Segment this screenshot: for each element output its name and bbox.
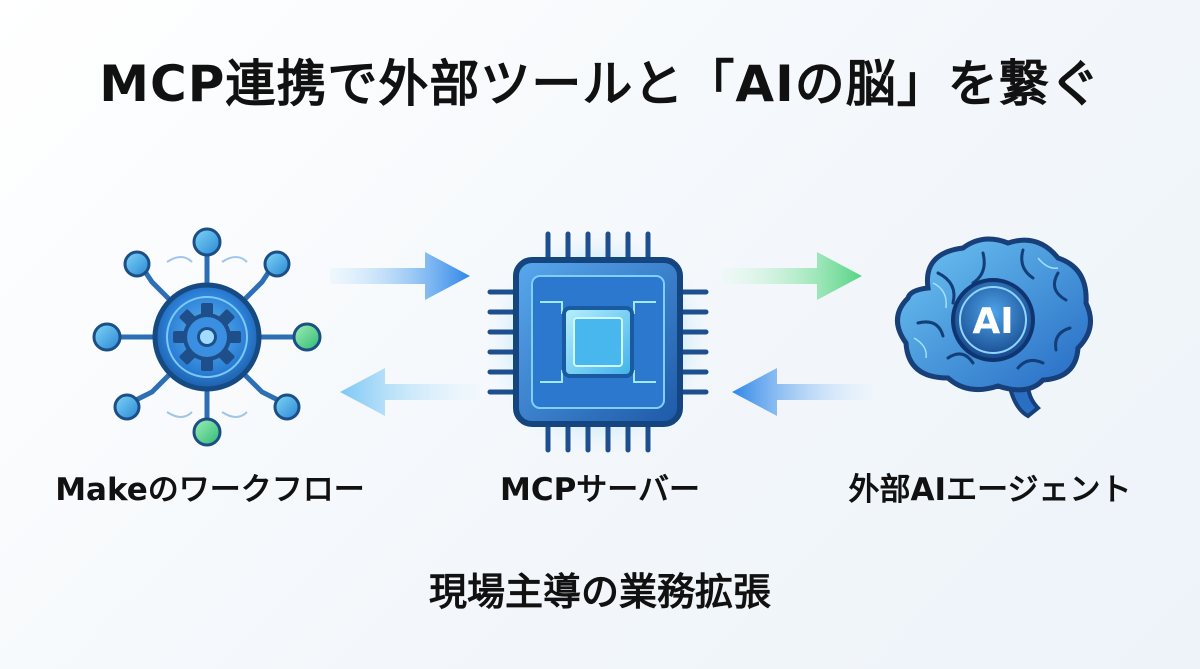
workflow-gear-icon	[92, 227, 322, 447]
ai-agent-node: AI	[888, 228, 1098, 428]
footer-caption: 現場主導の業務拡張	[428, 570, 771, 614]
mcp-server-label: MCPサーバー	[499, 472, 700, 508]
chip-icon	[480, 224, 716, 460]
workflow-label: Makeのワークフロー	[55, 472, 365, 508]
workflow-node	[92, 222, 322, 452]
mcp-server-node	[478, 222, 718, 462]
arrow-workflow-to-server	[330, 252, 470, 300]
ai-agent-label: 外部AIエージェント	[848, 472, 1132, 508]
arrow-agent-to-server	[732, 368, 872, 416]
arrow-server-to-workflow	[340, 368, 480, 416]
brain-icon: AI	[895, 236, 1093, 419]
arrow-server-to-agent	[722, 252, 862, 300]
ai-badge-text: AI	[972, 301, 1013, 342]
diagram-title: MCP連携で外部ツールと「AIの脳」を繋ぐ	[99, 55, 1101, 113]
